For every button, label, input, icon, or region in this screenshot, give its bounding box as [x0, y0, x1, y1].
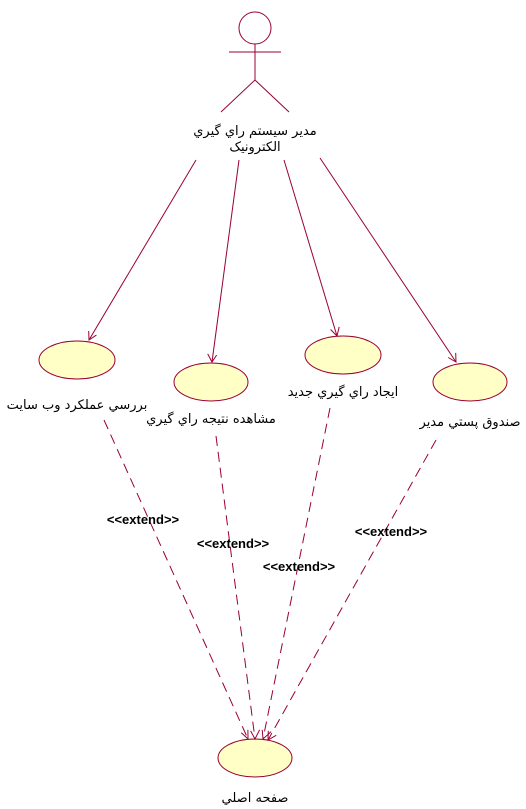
use-case-home-label: صفحه اصلي: [222, 791, 289, 806]
extend-line-new-vote[interactable]: [262, 407, 331, 740]
actor-head: [238, 11, 272, 45]
use-case-new-vote[interactable]: [304, 335, 382, 375]
use-case-home[interactable]: [217, 738, 293, 778]
extend-arrow-results: [250, 729, 261, 741]
actor-label-line1: مدیر سیستم راي گیري: [193, 123, 317, 139]
use-case-results[interactable]: [173, 362, 249, 402]
association-mailbox[interactable]: [319, 157, 457, 363]
extend-line-mailbox[interactable]: [267, 439, 437, 741]
actor-figure[interactable]: [220, 11, 290, 113]
actor-label-line2: الکترونیک: [229, 140, 280, 155]
extend-label-website: <<extend>>: [107, 512, 180, 527]
association-results[interactable]: [211, 159, 240, 363]
extend-label-new-vote: <<extend>>: [263, 559, 336, 574]
extend-line-results[interactable]: [215, 435, 256, 740]
association-website[interactable]: [88, 159, 197, 341]
extend-arrow-mailbox: [267, 730, 277, 741]
use-case-mailbox-label: صندوق پستي مدیر: [419, 415, 521, 430]
arrowhead-results: [207, 353, 218, 363]
use-case-website[interactable]: [38, 340, 116, 380]
arrowhead-website: [88, 330, 97, 341]
extend-line-website[interactable]: [103, 419, 249, 740]
use-case-new-vote-label: ایجاد راي گیري جدید: [288, 384, 399, 400]
arrowhead-mailbox: [447, 352, 457, 363]
extend-label-mailbox: <<extend>>: [355, 524, 428, 539]
actor-left-leg: [220, 79, 256, 113]
use-case-website-label: بررسي عملکرد وب سایت: [7, 398, 148, 413]
use-case-results-label: مشاهده نتیجه راي گیري: [146, 411, 276, 427]
actor-right-leg: [254, 79, 290, 113]
association-new-vote[interactable]: [283, 159, 338, 337]
extend-arrow-website: [240, 729, 249, 741]
use-case-mailbox[interactable]: [432, 362, 508, 402]
extend-label-results: <<extend>>: [197, 536, 270, 551]
